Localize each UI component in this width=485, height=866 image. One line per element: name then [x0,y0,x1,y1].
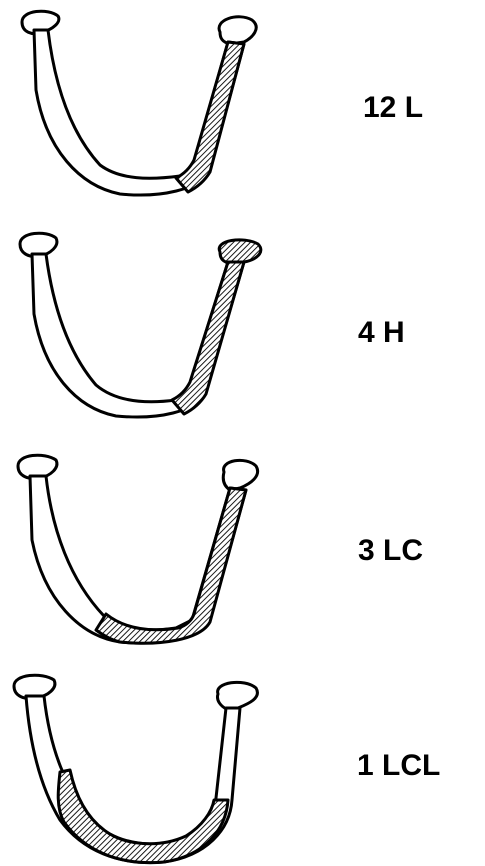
figure-label-4: 1 LCL [357,749,440,782]
right-condyle [223,460,257,490]
figure-label-3: 3 LC [358,534,423,567]
fractured-segment-right-condyle [219,240,261,264]
figure-label-2: 4 H [358,316,405,349]
mandible-figure-4 [14,675,257,862]
right-condyle [219,17,256,44]
fractured-segment-body-and-ramus [96,488,246,643]
fractured-segment-right-ramus [172,262,244,414]
mandible-figure-3 [18,455,258,643]
right-condyle [217,682,257,710]
mandible-figure-2 [20,233,261,417]
mandible-figure-1 [22,11,256,195]
figure-label-1: 12 L [363,91,423,124]
fractured-segment-right-ramus [176,42,244,192]
